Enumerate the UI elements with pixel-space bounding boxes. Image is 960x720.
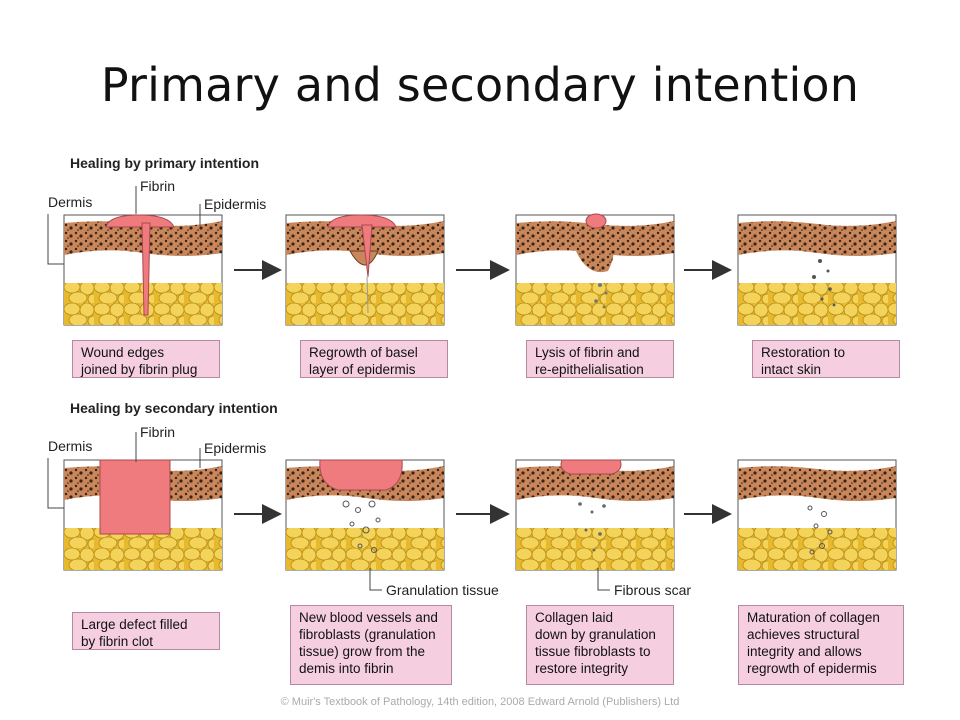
secondary-stage-3 <box>515 459 675 571</box>
slide-title: Primary and secondary intention <box>100 58 860 112</box>
granulation-tissue-label: Granulation tissue <box>386 582 499 598</box>
secondary-caption-2: New blood vessels and fibroblasts (granu… <box>290 605 452 685</box>
primary-stage-1 <box>63 214 223 326</box>
secondary-fibrin-label: Fibrin <box>140 424 176 440</box>
primary-caption-4: Restoration to intact skin <box>752 340 900 378</box>
primary-heading: Healing by primary intention <box>70 155 260 171</box>
secondary-heading: Healing by secondary intention <box>70 400 278 416</box>
secondary-caption-4: Maturation of collagen achieves structur… <box>738 605 904 685</box>
primary-epidermis-label: Epidermis <box>204 196 267 212</box>
primary-stage-2 <box>285 214 445 326</box>
primary-caption-2: Regrowth of basel layer of epidermis <box>300 340 448 378</box>
secondary-stage-2 <box>285 459 445 571</box>
secondary-dermis-label: Dermis <box>48 438 93 454</box>
secondary-stage-4 <box>737 459 897 571</box>
primary-stage-4 <box>737 214 897 326</box>
primary-caption-1: Wound edges joined by fibrin plug <box>72 340 220 378</box>
secondary-caption-3: Collagen laid down by granulation tissue… <box>526 605 674 685</box>
secondary-epidermis-label: Epidermis <box>204 440 267 456</box>
primary-caption-3: Lysis of fibrin and re-epithelialisation <box>526 340 674 378</box>
primary-stage-3 <box>515 213 675 326</box>
primary-fibrin-label: Fibrin <box>140 178 176 194</box>
primary-dermis-label: Dermis <box>48 194 93 210</box>
fibrous-scar-label: Fibrous scar <box>614 582 692 598</box>
secondary-caption-1: Large defect filled by fibrin clot <box>72 612 220 650</box>
secondary-stage-1 <box>63 459 223 571</box>
copyright-notice: © Muir's Textbook of Pathology, 14th edi… <box>280 696 680 708</box>
